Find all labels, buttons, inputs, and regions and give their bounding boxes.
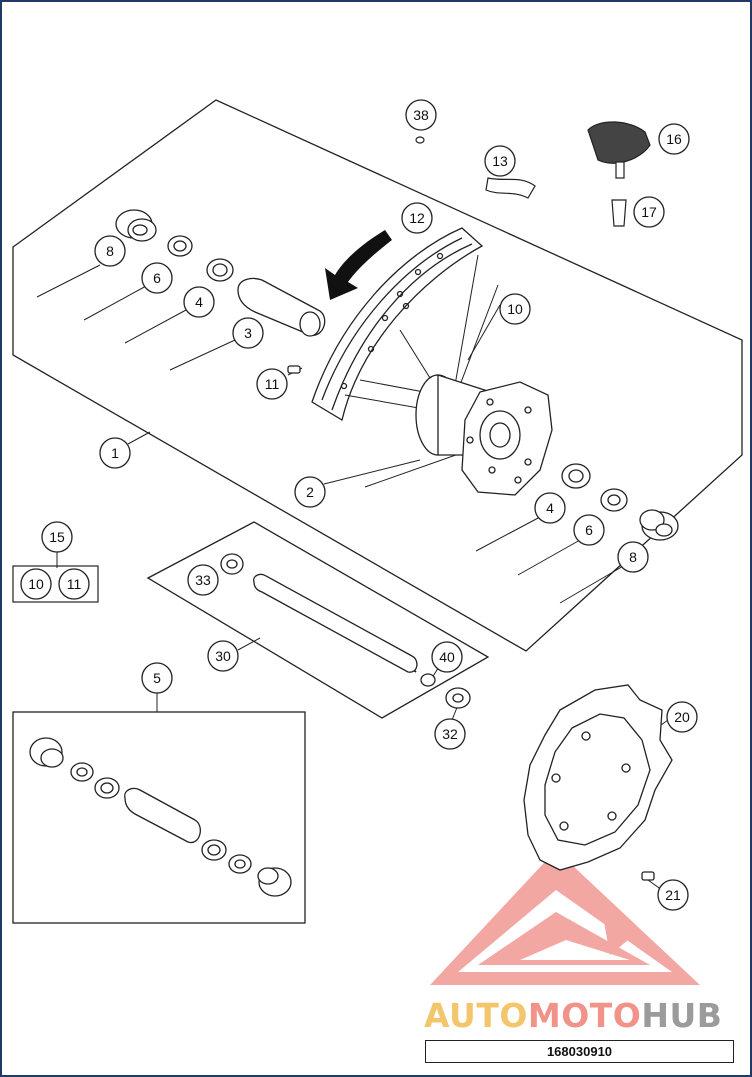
- callout-6-right: 6: [573, 514, 605, 546]
- callout-16: 16: [658, 123, 690, 155]
- callout-32: 32: [434, 718, 466, 750]
- svg-text:11: 11: [67, 576, 82, 592]
- callout-10-kit: 10: [20, 568, 52, 600]
- svg-text:13: 13: [492, 153, 508, 169]
- svg-text:12: 12: [409, 210, 425, 226]
- right-bearing-stack: [561, 463, 679, 541]
- svg-text:30: 30: [215, 648, 231, 664]
- callout-11-kit: 11: [58, 568, 90, 600]
- callout-10-spoke: 10: [499, 293, 531, 325]
- callout-11-nipple: 11: [256, 368, 288, 400]
- callout-5: 5: [141, 662, 173, 694]
- axle-parts: [220, 553, 471, 709]
- svg-text:17: 17: [641, 204, 657, 220]
- hub: [415, 374, 553, 496]
- svg-text:38: 38: [413, 107, 429, 123]
- callout-21: 21: [657, 879, 689, 911]
- svg-text:3: 3: [244, 325, 252, 341]
- svg-text:4: 4: [195, 294, 203, 310]
- bearing-kit-contents: [29, 737, 292, 897]
- callout-3: 3: [232, 317, 264, 349]
- svg-text:4: 4: [546, 500, 554, 516]
- callout-38: 38: [405, 99, 437, 131]
- callout-40: 40: [431, 641, 463, 673]
- callout-15: 15: [41, 521, 73, 553]
- callout-8-left: 8: [94, 235, 126, 267]
- svg-text:11: 11: [265, 376, 280, 392]
- watermark-part-3: HUB: [641, 996, 723, 1035]
- svg-text:6: 6: [585, 522, 593, 538]
- svg-text:40: 40: [439, 649, 455, 665]
- callout-2: 2: [294, 476, 326, 508]
- bearing-kit-box: [12, 711, 306, 924]
- watermark-logo: [430, 850, 700, 985]
- callout-12: 12: [401, 202, 433, 234]
- svg-text:1: 1: [111, 445, 119, 461]
- callout-20: 20: [666, 701, 698, 733]
- svg-text:5: 5: [153, 670, 161, 686]
- brake-disc: [523, 684, 673, 881]
- svg-text:10: 10: [28, 576, 44, 592]
- callout-4-right: 4: [534, 492, 566, 524]
- callout-1: 1: [99, 437, 131, 469]
- spoke-kit-box: [12, 565, 99, 603]
- axle-assembly-frame: [146, 521, 490, 719]
- watermark-part-2: MOTO: [527, 996, 642, 1035]
- watermark-part-1: AUTO: [424, 996, 528, 1035]
- callout-17: 17: [633, 196, 665, 228]
- callout-33: 33: [187, 564, 219, 596]
- callout-4-left: 4: [183, 286, 215, 318]
- wheel-assembly-frame: [12, 99, 743, 652]
- small-parts: [415, 121, 651, 227]
- callout-13: 13: [484, 145, 516, 177]
- svg-text:32: 32: [442, 726, 458, 742]
- rim: [311, 227, 484, 422]
- svg-text:8: 8: [106, 243, 114, 259]
- svg-text:8: 8: [629, 549, 637, 565]
- watermark-text: AUTOMOTOHUB: [424, 996, 744, 1036]
- callout-6-left: 6: [141, 262, 173, 294]
- svg-text:16: 16: [666, 131, 682, 147]
- rotation-arrow-icon: [325, 230, 392, 300]
- svg-text:2: 2: [306, 484, 314, 500]
- left-bearing-stack: [115, 209, 326, 374]
- callout-8-right: 8: [617, 541, 649, 573]
- svg-text:15: 15: [49, 529, 65, 545]
- callout-labels: 1 2 3 4 4 5 6 6 8 8 10 10 11 11 12 13 15…: [20, 99, 698, 911]
- svg-text:33: 33: [195, 572, 211, 588]
- svg-text:20: 20: [674, 709, 690, 725]
- svg-text:6: 6: [153, 270, 161, 286]
- svg-text:21: 21: [665, 887, 681, 903]
- svg-text:10: 10: [507, 301, 523, 317]
- callout-30: 30: [207, 640, 239, 672]
- drawing-code: 168030910: [425, 1040, 734, 1063]
